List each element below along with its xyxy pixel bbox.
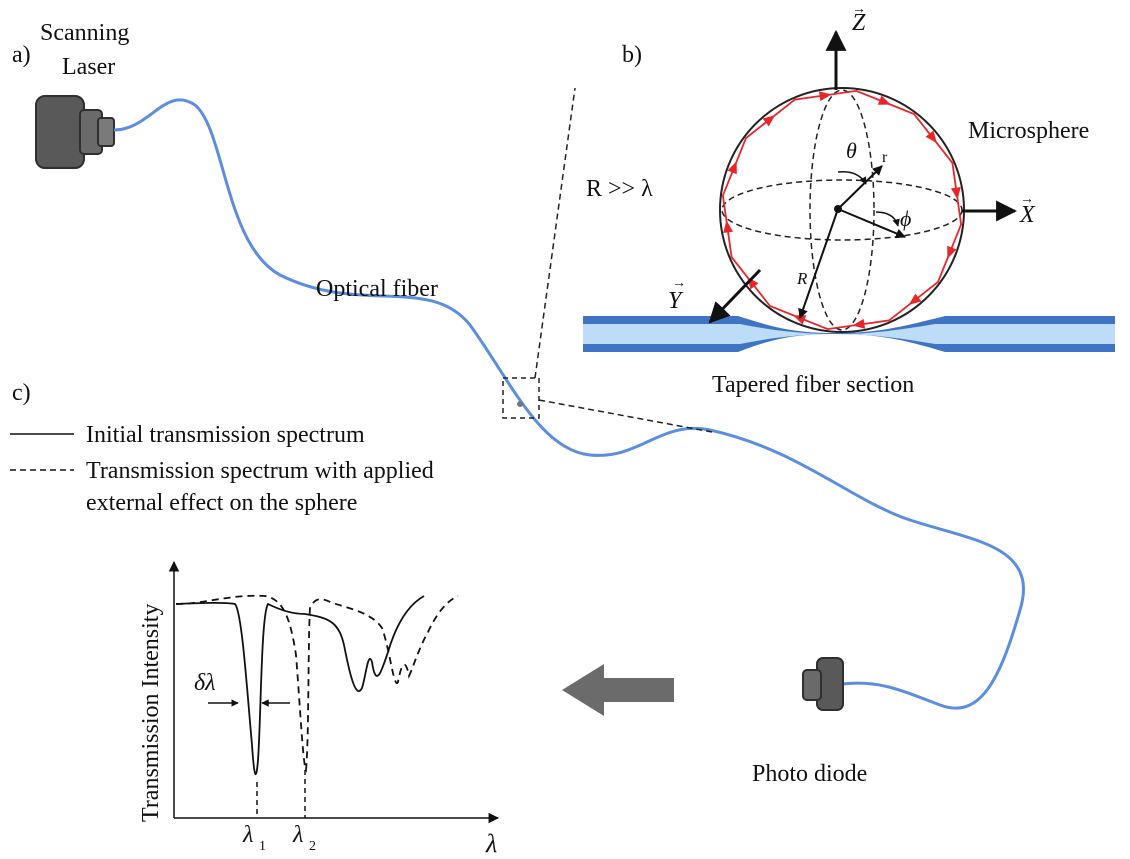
x-axis-label: X [1019, 202, 1036, 228]
ray-direction-arrow [723, 220, 734, 234]
phi-arc [875, 211, 900, 227]
ray-direction-arrow [852, 318, 866, 329]
lambda2-label: λ [292, 822, 303, 848]
optical-fiber-label: Optical fiber [316, 276, 438, 302]
tapered-fiber [583, 316, 1115, 352]
spectrum-x-label: λ [485, 829, 497, 858]
phi-vector [837, 208, 906, 239]
ray-direction-arrow [818, 91, 832, 102]
theta-arc [837, 171, 867, 185]
ray-direction-arrow [727, 161, 737, 175]
size-condition-label: R >> λ [586, 176, 653, 202]
shifted-spectrum-curve [175, 594, 459, 773]
ray-direction-arrow [947, 245, 957, 259]
legend: Initial transmission spectrum Transmissi… [10, 422, 434, 516]
spectrum-plot: Transmission Intensity λ δλ λ 1 λ 2 [138, 560, 500, 858]
panel-c-label: c) [12, 380, 31, 406]
initial-spectrum-curve [175, 595, 425, 775]
optical-fiber [113, 98, 1025, 710]
legend-solid-label: Initial transmission spectrum [86, 422, 365, 448]
laser-label: Laser [62, 54, 115, 80]
zoom-line-lower [538, 399, 713, 433]
z-vector-mark: → [852, 2, 866, 17]
photo-diode-label: Photo diode [752, 761, 867, 787]
wgm-ray-path [721, 89, 963, 331]
radius-r-label: r [882, 149, 888, 166]
microsphere-label: Microsphere [968, 118, 1089, 144]
scanning-label: Scanning [40, 20, 129, 46]
ray-direction-arrow [877, 95, 891, 105]
ray-direction-arrow [908, 293, 922, 305]
ray-direction-arrow [762, 115, 776, 127]
radius-r [837, 165, 883, 210]
zoom-box [502, 377, 540, 419]
y-axis-label: Y [668, 288, 684, 314]
x-vector-mark: → [1020, 192, 1034, 207]
panel-a-label: a) [12, 42, 31, 68]
z-axis-label: Z [852, 10, 866, 36]
radius-R [798, 208, 839, 319]
signal-direction-arrow [562, 664, 674, 716]
tapered-fiber-label: Tapered fiber section [712, 372, 914, 398]
ray-direction-arrow [950, 186, 961, 200]
scanning-laser-icon [35, 95, 115, 169]
y-vector-mark: → [672, 276, 686, 291]
shift-label: δλ [194, 670, 216, 696]
lambda2-subscript: 2 [309, 839, 316, 854]
legend-dashed-label-1: Transmission spectrum with applied [86, 458, 434, 484]
legend-dashed-label-2: external effect on the sphere [86, 490, 357, 516]
photo-diode-icon [802, 657, 844, 711]
phi-label: ϕ [900, 206, 911, 231]
radius-R-label: R [796, 269, 808, 288]
ray-direction-arrow [925, 130, 937, 144]
lambda1-subscript: 1 [259, 839, 266, 854]
panel-b-label: b) [622, 42, 642, 68]
y-axis [708, 268, 762, 324]
zoom-line-upper [534, 87, 576, 379]
lambda1-label: λ [242, 822, 253, 848]
spectrum-y-label: Transmission Intensity [138, 604, 164, 822]
theta-label: θ [846, 138, 857, 163]
zoom-point [517, 401, 523, 407]
